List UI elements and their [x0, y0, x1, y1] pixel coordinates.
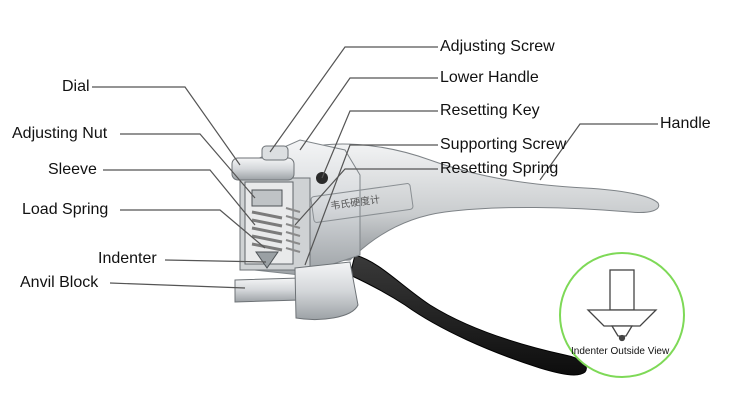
resetting-spring-coil — [285, 207, 301, 253]
indenter-tip — [255, 251, 279, 269]
anvil-block-shape — [234, 277, 301, 303]
lower-handle-shape — [349, 254, 587, 376]
label-indenter: Indenter — [98, 250, 157, 267]
label-handle: Handle — [660, 115, 711, 132]
leader-lines — [92, 46, 658, 289]
label-adjusting-nut: Adjusting Nut — [12, 125, 108, 142]
label-load-spring: Load Spring — [22, 201, 109, 218]
inset-caption: Indenter Outside View — [571, 346, 670, 357]
sleeve-part — [251, 189, 283, 207]
dial-cap — [231, 157, 295, 181]
label-adjusting-screw: Adjusting Screw — [440, 38, 555, 55]
indenter-outside-view — [586, 269, 658, 342]
label-resetting-key: Resetting Key — [440, 102, 540, 119]
label-sleeve: Sleeve — [48, 161, 97, 178]
label-supporting-screw: Supporting Screw — [440, 136, 567, 153]
upper-handle-shape — [299, 143, 660, 263]
label-plate — [310, 183, 414, 223]
adjusting-screw-top — [261, 145, 289, 161]
label-anvil-block: Anvil Block — [20, 274, 99, 291]
load-spring-coil — [251, 210, 283, 252]
label-resetting-spring: Resetting Spring — [440, 160, 559, 177]
label-dial: Dial — [62, 78, 90, 95]
lower-jaw-shape — [294, 261, 359, 320]
label-lower-handle: Lower Handle — [440, 69, 539, 86]
